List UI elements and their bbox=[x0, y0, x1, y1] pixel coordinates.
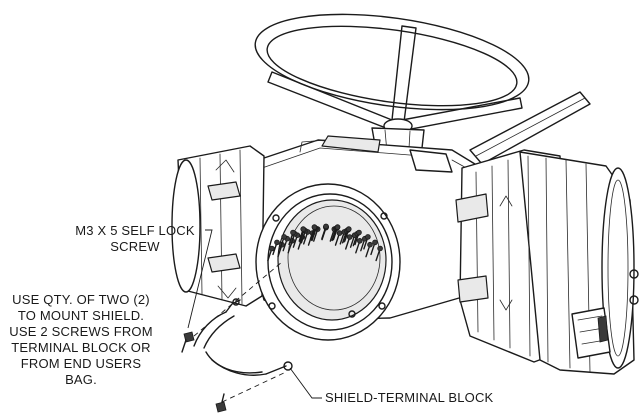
terminal-pin bbox=[354, 229, 362, 246]
mounting-note-line-1: USE QTY. OF TWO (2) bbox=[12, 292, 150, 307]
terminal-pins bbox=[267, 223, 383, 262]
terminal-pin bbox=[279, 234, 287, 250]
screw-callout-label: M3 X 5 SELF LOCK SCREW bbox=[70, 223, 200, 255]
mounting-note-line-6: BAG. bbox=[65, 372, 97, 387]
terminal-block-opening bbox=[255, 183, 401, 341]
terminal-pin bbox=[298, 226, 307, 242]
screw-callout-line-2: SCREW bbox=[110, 239, 160, 254]
terminal-pin bbox=[363, 234, 371, 250]
callout-leaders bbox=[187, 229, 322, 399]
terminal-pin bbox=[344, 226, 352, 242]
left-housing-section bbox=[171, 145, 265, 307]
terminal-pin bbox=[332, 224, 341, 240]
self-lock-screws bbox=[181, 331, 227, 413]
shield-terminal-block-bracket bbox=[193, 298, 293, 376]
terminal-pin bbox=[370, 239, 378, 256]
terminal-pin bbox=[345, 234, 353, 250]
terminal-pin bbox=[321, 223, 329, 240]
terminal-pin bbox=[309, 224, 318, 240]
terminal-pin bbox=[272, 239, 280, 256]
terminal-pin bbox=[375, 245, 383, 262]
assembly-lines bbox=[193, 261, 287, 403]
terminal-pin bbox=[355, 238, 363, 254]
rear-lever bbox=[469, 91, 591, 165]
screw-bottom bbox=[215, 393, 227, 413]
mounting-note: USE QTY. OF TWO (2) TO MOUNT SHIELD. USE… bbox=[0, 292, 162, 388]
mounting-note-line-5: FROM END USERS bbox=[20, 356, 142, 371]
shield-callout-label: SHIELD-TERMINAL BLOCK bbox=[325, 390, 494, 405]
terminal-pin bbox=[288, 229, 296, 246]
screw-left bbox=[181, 331, 195, 353]
screw-callout-line-1: M3 X 5 SELF LOCK bbox=[75, 223, 195, 238]
right-motor-housing bbox=[455, 149, 639, 375]
mounting-note-line-3: USE 2 SCREWS FROM bbox=[9, 324, 153, 339]
terminal-pin bbox=[365, 241, 373, 258]
mounting-note-line-2: TO MOUNT SHIELD. bbox=[17, 308, 145, 323]
mounting-note-line-4: TERMINAL BLOCK OR bbox=[11, 340, 151, 355]
